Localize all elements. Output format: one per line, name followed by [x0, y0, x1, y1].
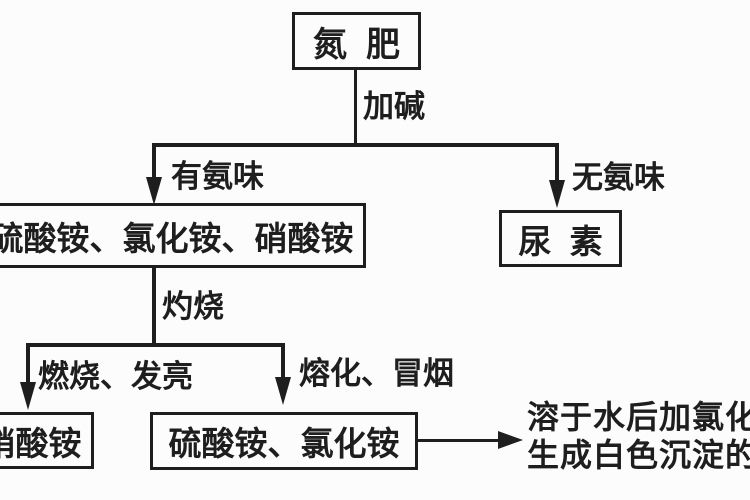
box-ammonium-salts: 硫酸铵、氯化铵、硝酸铵 — [0, 203, 366, 268]
connector-branch-1 — [152, 143, 559, 147]
box-nitrogen-fertilizer-label: 氮 肥 — [313, 25, 400, 64]
arrow-down-icon — [20, 382, 36, 410]
edge-label-melts-smokes: 熔化、冒烟 — [299, 356, 454, 391]
connector-drop-right-1 — [555, 146, 559, 182]
arrow-down-icon — [146, 177, 162, 205]
arrow-down-icon — [549, 180, 565, 208]
connector-stem-mid — [152, 268, 156, 345]
arrow-down-icon — [275, 377, 291, 405]
box-ammonium-nitrate-label: 硝酸铵 — [0, 424, 82, 462]
connector-branch-2 — [26, 343, 285, 347]
connector-drop-left-2 — [26, 346, 30, 384]
result-note-line2: 生成白色沉淀的 — [527, 437, 750, 473]
box-ammonium-sulfate-chloride-label: 硫酸铵、氯化铵 — [168, 425, 400, 462]
result-note-line1: 溶于水后加氯化 — [527, 399, 750, 435]
box-nitrogen-fertilizer: 氮 肥 — [292, 12, 421, 70]
connector-result-line — [418, 439, 500, 442]
edge-label-no-ammonia-smell: 无氨味 — [572, 160, 665, 195]
edge-label-burns-glows: 燃烧、发亮 — [38, 359, 193, 394]
result-note: 溶于水后加氯化 生成白色沉淀的 — [527, 398, 750, 474]
box-urea-label: 尿 素 — [518, 222, 603, 260]
box-ammonium-sulfate-chloride: 硫酸铵、氯化铵 — [150, 412, 418, 470]
connector-drop-left-1 — [152, 146, 156, 180]
box-ammonium-nitrate: 硝酸铵 — [0, 412, 94, 469]
connector-stem-top — [354, 69, 357, 145]
box-urea: 尿 素 — [499, 210, 622, 267]
connector-drop-right-2 — [281, 346, 285, 379]
edge-label-ammonia-smell: 有氨味 — [171, 159, 264, 194]
edge-label-add-alkali: 加碱 — [363, 89, 425, 124]
edge-label-calcination: 灼烧 — [162, 289, 224, 324]
arrow-right-icon — [498, 431, 523, 449]
box-ammonium-salts-label: 硫酸铵、氯化铵、硝酸铵 — [0, 219, 354, 257]
